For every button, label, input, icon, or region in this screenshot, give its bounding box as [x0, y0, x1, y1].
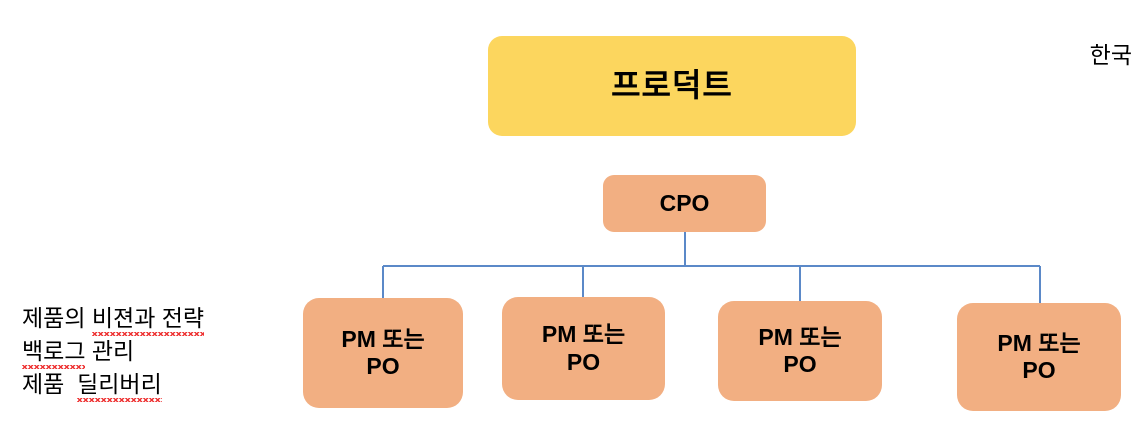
note-line-1-plain: 제품의: [22, 305, 92, 331]
note-line-3-plain: 제품: [22, 371, 78, 398]
node-product-root-label: 프로덕트: [611, 67, 733, 104]
node-pm-po-3-label: PM 또는 PO: [758, 323, 842, 377]
note-line-3-misspelled: 딜리버리: [77, 369, 162, 402]
node-pm-po-4-label: PM 또는 PO: [997, 329, 1081, 383]
note-line-1-misspelled: 비젼과 전략: [91, 303, 205, 336]
corner-label: 한국: [1089, 42, 1132, 68]
responsibility-notes: 제품의 비젼과 전략 백로그 관리 제품 딜리버리: [22, 303, 287, 402]
note-line-3: 제품 딜리버리: [22, 369, 287, 402]
note-line-2-plain: 관리: [85, 338, 135, 365]
node-pm-po-2[interactable]: PM 또는 PO: [502, 297, 665, 400]
node-pm-po-1[interactable]: PM 또는 PO: [303, 298, 463, 408]
node-pm-po-1-label: PM 또는 PO: [341, 325, 425, 379]
node-pm-po-3[interactable]: PM 또는 PO: [718, 301, 882, 401]
node-cpo[interactable]: CPO: [603, 175, 766, 232]
note-line-2-misspelled: 백로그: [22, 336, 86, 369]
node-cpo-label: CPO: [659, 189, 710, 216]
node-pm-po-4[interactable]: PM 또는 PO: [957, 303, 1121, 411]
note-line-2: 백로그 관리: [22, 336, 287, 369]
note-line-1: 제품의 비젼과 전략: [22, 303, 287, 336]
node-product-root[interactable]: 프로덕트: [488, 36, 856, 136]
node-pm-po-2-label: PM 또는 PO: [541, 321, 626, 375]
